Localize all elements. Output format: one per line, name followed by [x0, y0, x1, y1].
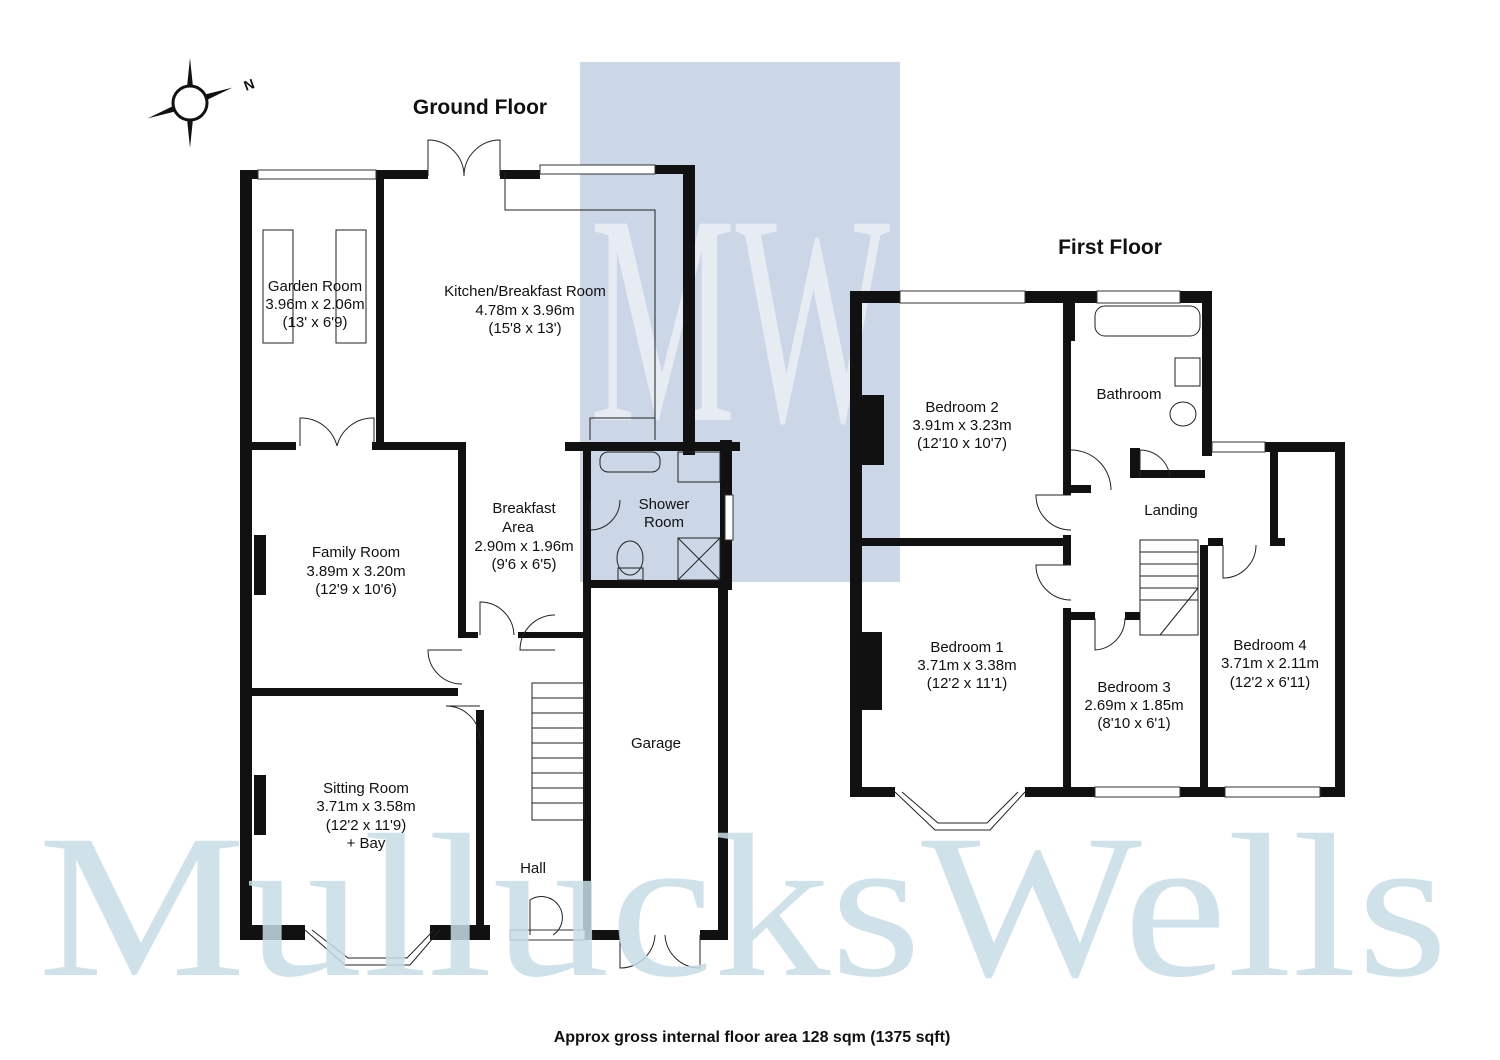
room-metric: 3.91m x 3.23m [912, 417, 1011, 434]
compass-icon: N [147, 58, 257, 148]
room-label-kitchen: Kitchen/Breakfast Room 4.78m x 3.96m (15… [444, 283, 606, 337]
room-label-bedroom-2: Bedroom 2 3.91m x 3.23m (12'10 x 10'7) [912, 399, 1011, 452]
compass-north-label: N [242, 75, 257, 93]
room-metric: 2.69m x 1.85m [1084, 697, 1183, 714]
room-metric: 3.71m x 3.38m [917, 657, 1016, 674]
room-name: Bedroom 4 [1233, 637, 1306, 654]
room-metric: 3.96m x 2.06m [265, 296, 364, 313]
room-name: Family Room [312, 544, 400, 561]
ground-floor-title: Ground Floor [413, 96, 547, 119]
ground-floor-plan [240, 139, 740, 969]
room-label-garage: Garage [631, 735, 681, 752]
room-label-bedroom-3: Bedroom 3 2.69m x 1.85m (8'10 x 6'1) [1084, 679, 1183, 732]
room-metric: 4.78m x 3.96m [475, 302, 574, 319]
room-name: Kitchen/Breakfast Room [444, 283, 606, 300]
room-name-line2: Room [644, 514, 684, 531]
watermark-monogram-text: MW [590, 153, 892, 485]
room-imperial: (12'2 x 6'11) [1230, 674, 1311, 691]
room-name: Bedroom 2 [925, 399, 998, 416]
room-label-family-room: Family Room 3.89m x 3.20m (12'9 x 10'6) [306, 544, 405, 598]
room-imperial: (12'10 x 10'7) [917, 435, 1007, 452]
room-metric: 2.90m x 1.96m [474, 538, 573, 555]
room-label-bedroom-1: Bedroom 1 3.71m x 3.38m (12'2 x 11'1) [917, 639, 1016, 692]
room-extra: + Bay [347, 835, 386, 852]
room-name: Sitting Room [323, 780, 409, 797]
room-label-garden-room: Garden Room 3.96m x 2.06m (13' x 6'9) [265, 278, 364, 331]
room-name: Bedroom 1 [930, 639, 1003, 656]
watermark-block [580, 62, 900, 582]
room-metric: 3.71m x 2.11m [1221, 655, 1319, 672]
room-imperial: (8'10 x 6'1) [1097, 715, 1170, 732]
room-imperial: (9'6 x 6'5) [492, 556, 557, 573]
room-label-bathroom: Bathroom [1096, 386, 1161, 403]
room-name: Breakfast [492, 500, 556, 517]
floor-area-footer: Approx gross internal floor area 128 sqm… [554, 1029, 951, 1046]
room-name: Garden Room [268, 278, 362, 295]
room-imperial: (12'9 x 10'6) [315, 581, 397, 598]
room-imperial: (13' x 6'9) [283, 314, 348, 331]
room-label-hall: Hall [520, 860, 546, 877]
room-label-shower-room: Shower Room [639, 496, 690, 531]
watermark-brand: MullucksWells [38, 793, 1448, 1020]
room-label-landing: Landing [1144, 502, 1197, 519]
room-name-line2: Area [502, 519, 534, 536]
room-label-sitting-room: Sitting Room 3.71m x 3.58m (12'2 x 11'9)… [316, 780, 415, 852]
room-name: Shower [639, 496, 690, 513]
room-imperial: (15'8 x 13') [488, 320, 561, 337]
first-floor-plan [850, 290, 1345, 831]
watermark-monogram: MW [580, 62, 900, 582]
room-imperial: (12'2 x 11'9) [326, 817, 407, 834]
room-metric: 3.71m x 3.58m [316, 798, 415, 815]
room-imperial: (12'2 x 11'1) [927, 675, 1008, 692]
room-label-breakfast-area: Breakfast Area 2.90m x 1.96m (9'6 x 6'5) [474, 500, 573, 573]
room-name: Bedroom 3 [1097, 679, 1170, 696]
room-metric: 3.89m x 3.20m [306, 563, 405, 580]
room-label-bedroom-4: Bedroom 4 3.71m x 2.11m (12'2 x 6'11) [1221, 637, 1319, 691]
first-floor-title: First Floor [1058, 236, 1162, 259]
